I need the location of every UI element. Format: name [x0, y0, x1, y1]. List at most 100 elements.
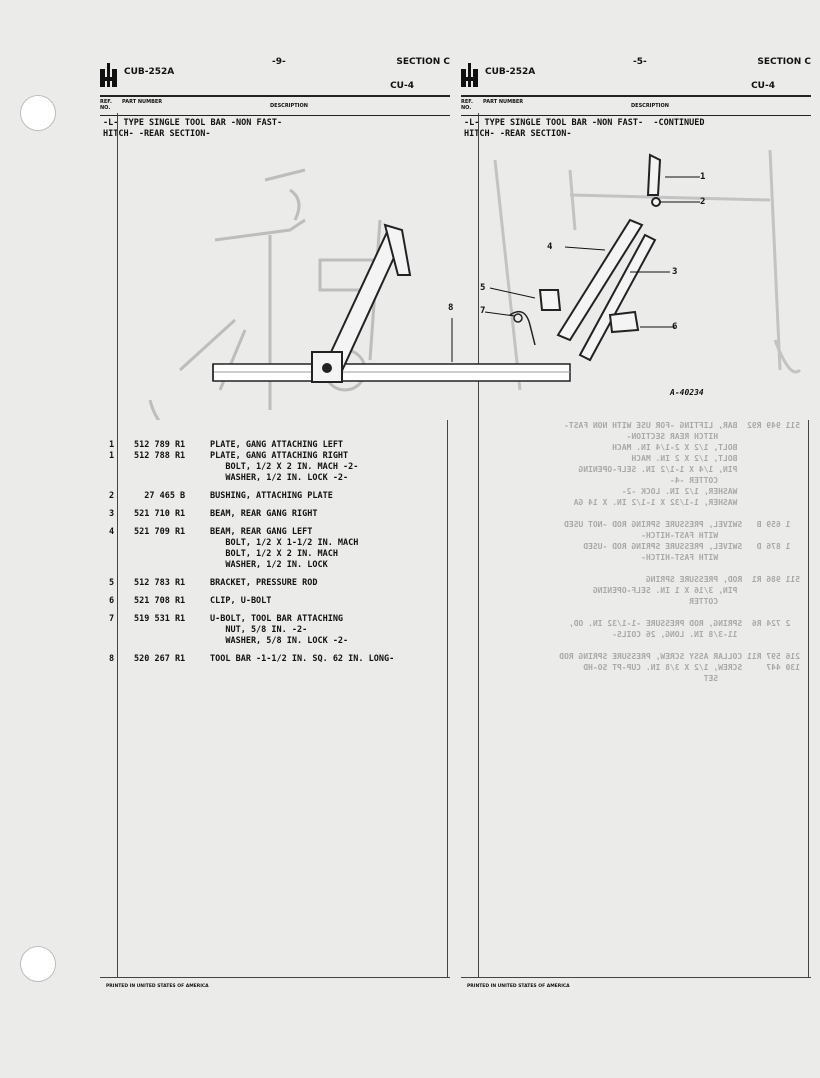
show-through-line: COTTER	[689, 597, 800, 606]
parts-row: 3 521 710 R1 BEAM, REAR GANG RIGHT	[109, 509, 449, 520]
parts-row: WASHER, 5/8 IN. LOCK -2-	[109, 636, 449, 647]
part-description: TOOL BAR -1-1/2 IN. SQ. 62 IN. LONG-	[210, 654, 395, 664]
parts-row: 5 512 783 R1 BRACKET, PRESSURE ROD	[109, 578, 449, 589]
callout-4: 4	[547, 242, 553, 252]
row-spacer	[109, 484, 449, 491]
column-headers: REF. NO. PART NUMBER DESCRIPTION	[100, 95, 450, 116]
left-footer-rule	[100, 977, 450, 978]
show-through-line	[488, 563, 800, 574]
show-through-line: 511 986 R1 ROD, PRESSURE SPRING	[645, 575, 800, 584]
group-code: CU-4	[390, 81, 414, 91]
model-number: CUB-252A	[485, 67, 536, 77]
callout-6: 6	[672, 322, 678, 332]
callout-3: 3	[672, 267, 678, 277]
parts-row: BOLT, 1/2 X 2 IN. MACH	[109, 549, 449, 560]
ref-number: 4	[109, 527, 115, 537]
part-number: 520 267 R1	[134, 654, 186, 664]
callout-leaders	[451, 176, 700, 362]
description-header: DESCRIPTION	[270, 103, 308, 109]
page-number: -5-	[633, 57, 647, 67]
group-code: CU-4	[751, 81, 775, 91]
row-spacer	[109, 520, 449, 527]
binder-hole-bottom	[20, 946, 56, 982]
right-ref-column-rule	[478, 113, 479, 977]
part-description: BEAM, REAR GANG RIGHT	[210, 509, 318, 519]
section-title: -L- TYPE SINGLE TOOL BAR -NON FAST- HITC…	[103, 118, 283, 139]
callout-5: 5	[480, 283, 486, 293]
ref-number: 1	[109, 440, 115, 450]
show-through-line: COTTER -4-	[669, 476, 800, 485]
row-spacer	[109, 647, 449, 654]
part-description: NUT, 5/8 IN. -2-	[210, 625, 308, 635]
ref-number: 7	[109, 614, 115, 624]
right-footer: PRINTED IN UNITED STATES OF AMERICA	[467, 984, 570, 989]
ref-number: 8	[109, 654, 115, 664]
ih-logo-icon	[100, 63, 117, 87]
part-number: 521 708 R1	[134, 596, 186, 606]
show-through-text: 511 949 R92 BAR, LIFTING -FOR USE WITH N…	[488, 420, 800, 684]
ih-logo-icon	[461, 63, 478, 87]
parts-row: WASHER, 1/2 IN. LOCK	[109, 560, 449, 571]
background-implement	[148, 168, 382, 420]
part-description: PLATE, GANG ATTACHING LEFT	[210, 440, 344, 450]
parts-row: 6 521 708 R1 CLIP, U-BOLT	[109, 596, 449, 607]
ref-number: 2	[109, 491, 115, 501]
section-label: SECTION C	[396, 57, 450, 67]
parts-row: BOLT, 1/2 X 2 IN. MACH -2-	[109, 462, 449, 473]
ref-number: 6	[109, 596, 115, 606]
row-spacer	[109, 502, 449, 509]
model-number: CUB-252A	[124, 67, 175, 77]
part-description: BOLT, 1/2 X 1-1/2 IN. MACH	[210, 538, 359, 548]
part-number: 519 531 R1	[134, 614, 186, 624]
parts-row: 1 512 789 R1 PLATE, GANG ATTACHING LEFT	[109, 440, 449, 451]
part-description: CLIP, U-BOLT	[210, 596, 272, 606]
show-through-line: BOLT, 1/2 X 2 IN. MACH	[631, 454, 800, 463]
part-description: BOLT, 1/2 X 2 IN. MACH	[210, 549, 338, 559]
part-description: WASHER, 1/2 IN. LOCK	[210, 560, 328, 570]
right-page-header: CUB-252A -5- SECTION C CU-4 REF. NO. PAR…	[461, 55, 811, 140]
show-through-line: 11-3/8 IN. LONG, 26 COILS-	[612, 630, 800, 639]
parts-row: WASHER, 1/2 IN. LOCK -2-	[109, 473, 449, 484]
u-bolt	[509, 310, 536, 346]
show-through-line: 130 447 SCREW, 1/2 X 3/8 IN. CUP-PT SO-H…	[583, 663, 800, 672]
part-description: U-BOLT, TOOL BAR ATTACHING	[210, 614, 344, 624]
part-number-header: PART NUMBER	[483, 99, 524, 105]
row-spacer	[109, 607, 449, 614]
ref-number: 5	[109, 578, 115, 588]
part-description: BOLT, 1/2 X 2 IN. MACH -2-	[210, 462, 359, 472]
parts-row: NUT, 5/8 IN. -2-	[109, 625, 449, 636]
part-number: 512 789 R1	[134, 440, 186, 450]
figure-id: A-40234	[670, 388, 704, 397]
callout-7: 7	[480, 306, 486, 316]
part-number: 512 788 R1	[134, 451, 186, 461]
show-through-line: 1 659 B SWIVEL, PRESSURE SPRING ROD -NOT…	[563, 520, 800, 529]
ref-number: 1	[109, 451, 115, 461]
callout-8: 8	[448, 303, 454, 313]
row-spacer	[109, 571, 449, 578]
part-number: 521 709 R1	[134, 527, 186, 537]
section-label: SECTION C	[757, 57, 811, 67]
column-headers: REF. NO. PART NUMBER DESCRIPTION	[461, 95, 811, 116]
left-column-rule	[447, 420, 448, 977]
rear-gang-beams	[538, 153, 662, 362]
section-title: -L- TYPE SINGLE TOOL BAR -NON FAST- -CON…	[464, 118, 705, 139]
description-header: DESCRIPTION	[631, 103, 669, 109]
parts-row: BOLT, 1/2 X 1-1/2 IN. MACH	[109, 538, 449, 549]
show-through-line: HITCH REAR SECTION-	[626, 432, 800, 441]
part-description: WASHER, 1/2 IN. LOCK -2-	[210, 473, 349, 483]
part-description: BRACKET, PRESSURE ROD	[210, 578, 318, 588]
part-number: 512 783 R1	[134, 578, 186, 588]
ref-number: 3	[109, 509, 115, 519]
ref-no-header: REF. NO.	[100, 99, 112, 111]
assembled-beam	[311, 223, 412, 383]
part-number: 27 465 B	[134, 491, 186, 501]
show-through-line: WITH FAST-HITCH-	[641, 553, 800, 562]
left-footer: PRINTED IN UNITED STATES OF AMERICA	[106, 984, 209, 989]
part-number: 521 710 R1	[134, 509, 186, 519]
part-number-header: PART NUMBER	[122, 99, 163, 105]
show-through-line: WITH FAST-HITCH-	[641, 531, 800, 540]
